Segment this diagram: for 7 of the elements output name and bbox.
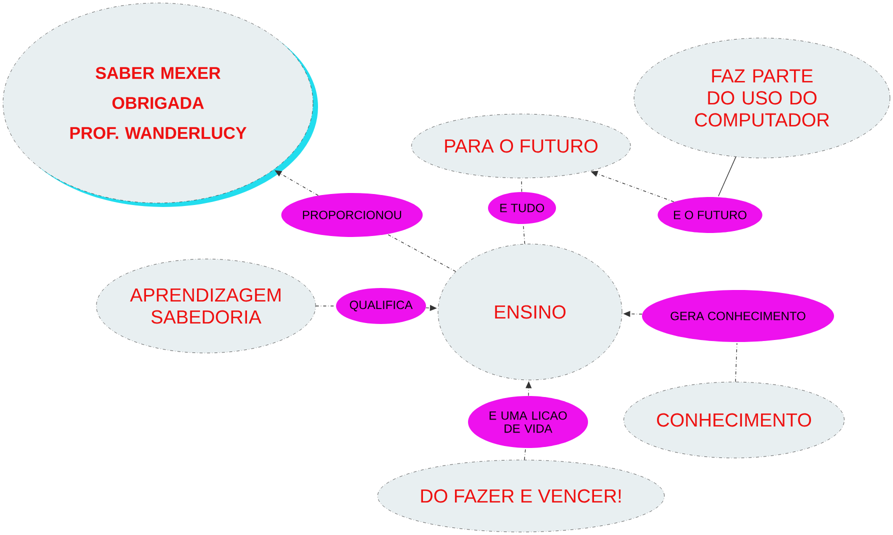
connector-line — [521, 178, 522, 192]
connector-line — [735, 342, 738, 382]
connector-line — [388, 234, 456, 272]
connector-line — [522, 224, 526, 244]
connector-line — [524, 448, 526, 460]
connector-line — [718, 156, 736, 196]
arrow — [274, 170, 319, 196]
